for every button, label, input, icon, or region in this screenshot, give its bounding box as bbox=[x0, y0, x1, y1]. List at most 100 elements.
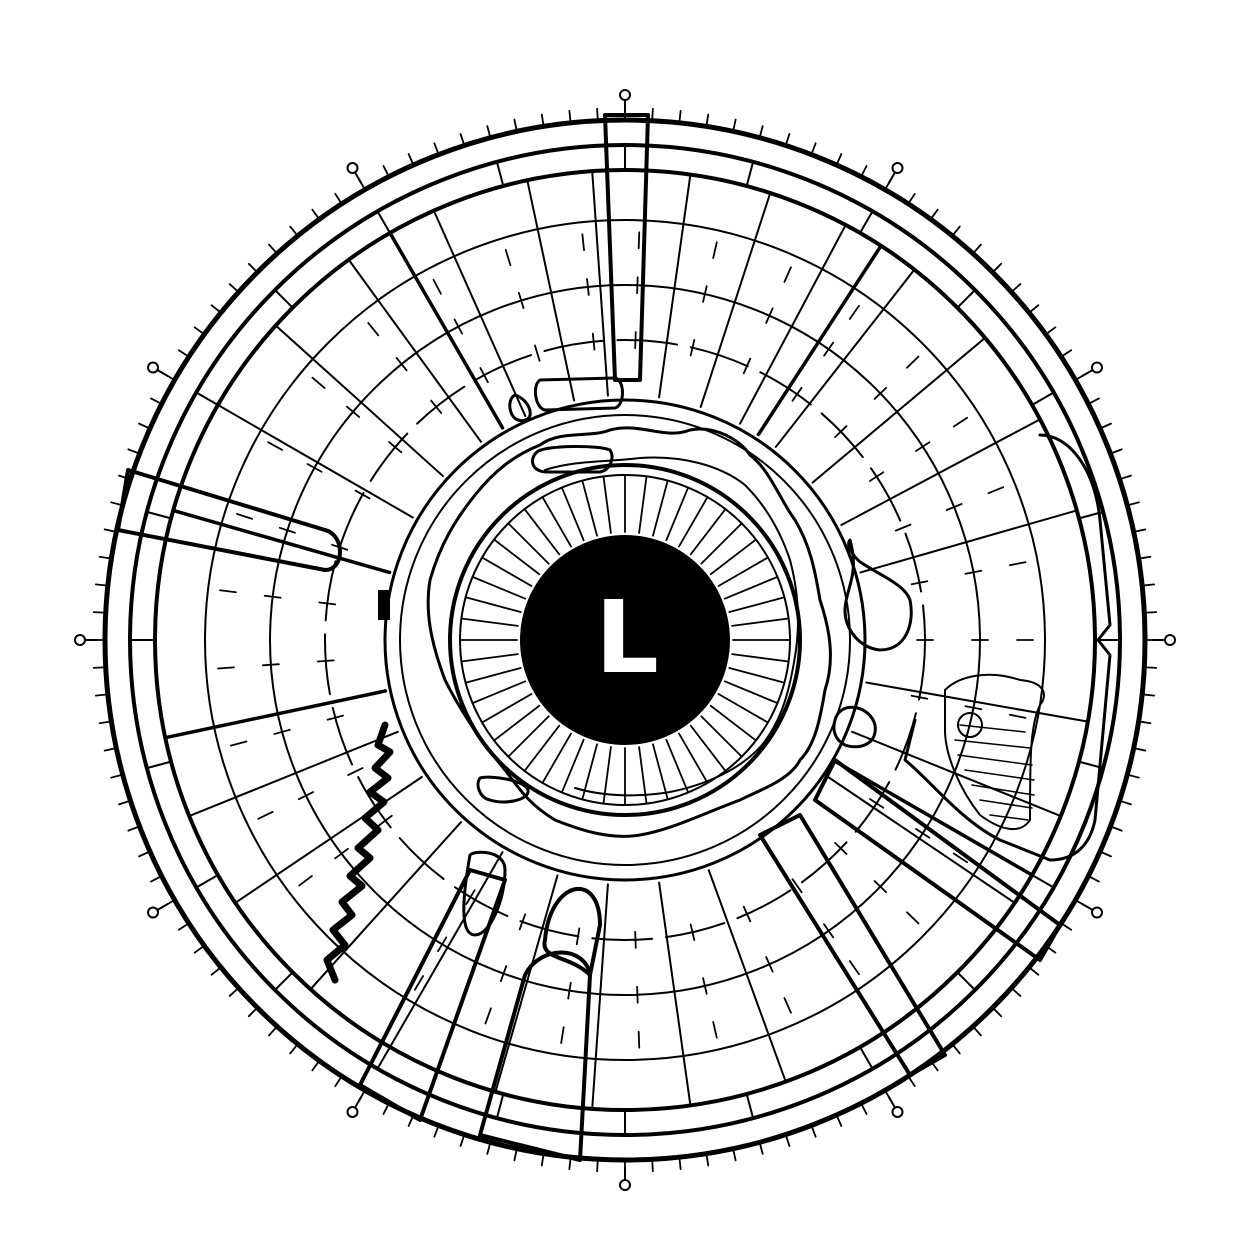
pupil-ray bbox=[652, 743, 669, 801]
zone-hatches bbox=[217, 231, 1034, 1049]
pupil-ray bbox=[481, 693, 533, 724]
degree-tick bbox=[991, 1006, 1003, 1018]
degree-tick bbox=[247, 262, 259, 274]
rim-divider bbox=[859, 1046, 874, 1070]
degree-tick bbox=[991, 262, 1003, 274]
degree-tick bbox=[972, 1025, 982, 1037]
rim-divider bbox=[376, 1046, 391, 1070]
degree-tick bbox=[1126, 501, 1140, 507]
nerve-wreath bbox=[426, 376, 913, 937]
pupil-ray bbox=[652, 479, 669, 537]
lower-right-wedge-b bbox=[758, 813, 947, 1077]
sector-line bbox=[274, 324, 444, 478]
zone-hatch bbox=[278, 526, 296, 534]
degree-tick bbox=[103, 528, 118, 533]
zone-hatch bbox=[952, 852, 969, 864]
zone-hatch bbox=[318, 601, 337, 606]
left-wedge bbox=[116, 468, 342, 572]
degree-tick bbox=[228, 987, 240, 997]
degree-tick bbox=[382, 1102, 390, 1115]
sector-line bbox=[591, 883, 609, 1110]
zone-hatch bbox=[395, 356, 408, 372]
pupil-ray bbox=[581, 479, 598, 537]
degree-tick bbox=[540, 113, 545, 128]
pupil-ray bbox=[541, 732, 572, 784]
degree-tick bbox=[1087, 397, 1100, 405]
sector-line bbox=[739, 224, 847, 425]
pupil-ray bbox=[481, 556, 533, 587]
pupil-ray bbox=[689, 508, 727, 556]
zone-hatch bbox=[413, 975, 425, 991]
pupil-ray bbox=[700, 715, 743, 758]
zone-hatch bbox=[952, 416, 969, 428]
degree-tick bbox=[1141, 693, 1155, 697]
degree-tick bbox=[247, 1006, 259, 1018]
pupil-ray bbox=[523, 724, 561, 772]
degree-tick bbox=[860, 1102, 868, 1115]
pupil-ray bbox=[560, 738, 585, 794]
rim-divider bbox=[273, 971, 294, 992]
degree-tick bbox=[1137, 555, 1152, 560]
rim-divider bbox=[495, 1092, 505, 1120]
degree-tick bbox=[1099, 850, 1112, 858]
zone-hatch bbox=[316, 659, 335, 663]
degree-tick bbox=[1060, 349, 1073, 358]
pupil-ray bbox=[728, 667, 786, 684]
zone-hatch bbox=[499, 965, 508, 983]
zone-hatch bbox=[823, 923, 835, 939]
marker-stem bbox=[156, 903, 169, 911]
degree-tick bbox=[110, 773, 124, 779]
organ-wedges bbox=[116, 113, 1062, 1162]
degree-tick bbox=[311, 1059, 321, 1072]
zone-hatch bbox=[712, 1021, 718, 1039]
sector-lines bbox=[163, 170, 1089, 1110]
pupil-ray bbox=[665, 486, 690, 542]
degree-tick bbox=[1141, 583, 1155, 587]
zone-hatch bbox=[689, 338, 696, 357]
rim-divider bbox=[1031, 874, 1055, 889]
pupil-ray bbox=[731, 653, 790, 663]
degree-tick bbox=[1143, 611, 1158, 614]
pupil-ray bbox=[541, 496, 572, 548]
zone-hatch bbox=[791, 386, 803, 402]
rim-divider bbox=[495, 160, 505, 188]
marker-circle bbox=[147, 906, 160, 919]
jagged-scar bbox=[323, 721, 394, 984]
degree-tick bbox=[459, 1133, 466, 1147]
zone-hatch bbox=[479, 367, 489, 384]
degree-tick bbox=[1126, 773, 1140, 779]
zone-hatch bbox=[381, 896, 394, 911]
pupil-ray bbox=[709, 538, 757, 576]
degree-tick bbox=[98, 555, 113, 560]
rim-divider bbox=[273, 288, 294, 309]
degree-tick bbox=[433, 1124, 440, 1138]
bottom-wedge-a bbox=[478, 950, 592, 1162]
marker-circle bbox=[891, 162, 904, 175]
degree-tick bbox=[758, 1141, 764, 1155]
pupil-ray bbox=[471, 680, 527, 705]
sector-line-heavy bbox=[171, 508, 392, 575]
zone-hatch bbox=[823, 341, 835, 357]
degree-tick bbox=[118, 799, 132, 806]
sector-line-heavy bbox=[835, 760, 1034, 877]
zone-hatch bbox=[906, 911, 920, 925]
degree-tick bbox=[1099, 422, 1112, 430]
pupil-ray bbox=[460, 617, 519, 627]
pupil-rays bbox=[459, 474, 791, 806]
zone-hatch bbox=[517, 291, 525, 310]
rim-divider bbox=[145, 760, 173, 770]
zone-hatch bbox=[634, 331, 637, 350]
degree-tick bbox=[193, 326, 206, 336]
zone-hatch bbox=[1008, 561, 1027, 567]
degree-tick bbox=[705, 113, 710, 128]
zone-hatch bbox=[437, 936, 448, 953]
zone-hatch bbox=[915, 828, 931, 839]
zone-hatch bbox=[742, 905, 752, 923]
degree-tick bbox=[678, 1156, 682, 1170]
degree-tick bbox=[311, 208, 321, 221]
degree-tick bbox=[835, 153, 843, 166]
pupil-ray bbox=[471, 575, 527, 600]
degree-tick bbox=[678, 110, 682, 124]
degree-tick bbox=[784, 133, 791, 147]
rim-divider bbox=[956, 288, 977, 309]
